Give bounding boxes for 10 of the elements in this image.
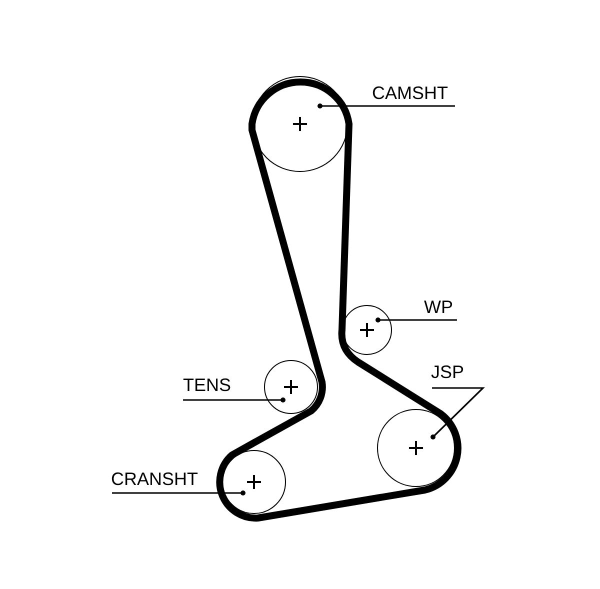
leader-line	[376, 318, 457, 322]
part-label: TENS	[183, 374, 232, 396]
leader-line	[318, 104, 455, 108]
part-label: CRANSHT	[111, 468, 198, 490]
leader-line	[112, 490, 246, 496]
part-label: WP	[424, 296, 453, 318]
leader-line	[430, 387, 485, 440]
part-label: JSP	[431, 361, 464, 383]
leader-line	[183, 398, 286, 402]
part-label: CAMSHT	[372, 82, 448, 104]
